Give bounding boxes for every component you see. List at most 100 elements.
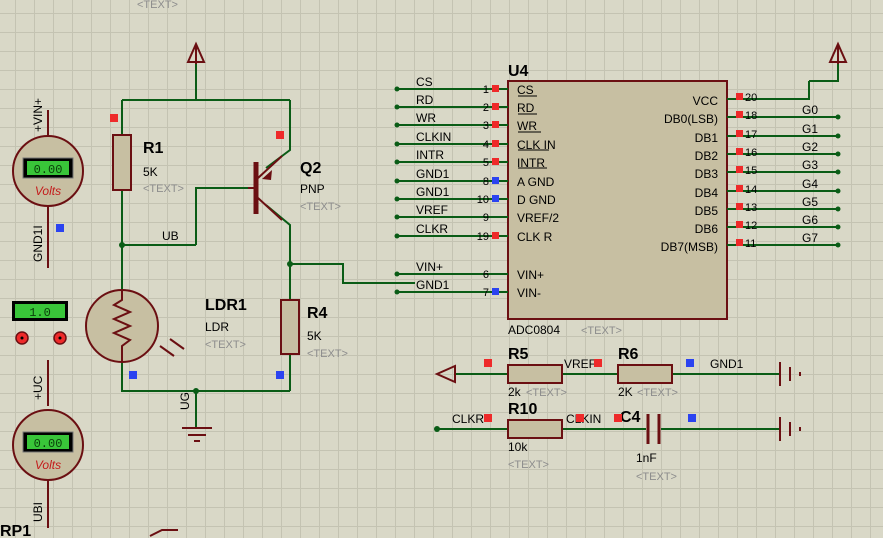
u4-right-pin-net: G7 bbox=[802, 231, 818, 245]
ldr1-type: LDR bbox=[205, 320, 229, 334]
u4-right-pin-name: DB7(MSB) bbox=[661, 240, 718, 254]
top-text-placeholder: <TEXT> bbox=[137, 0, 178, 11]
pin-marker bbox=[276, 371, 284, 379]
adc-u4[interactable]: U4 ADC0804 <TEXT> bbox=[507, 63, 728, 337]
ldr-ldr1[interactable]: LDR1 LDR <TEXT> bbox=[85, 289, 247, 363]
pin-marker bbox=[492, 121, 499, 128]
u4-left-pin[interactable]: VIN+ 6 VIN+ bbox=[394, 260, 545, 282]
power-terminal-icon[interactable] bbox=[809, 41, 848, 82]
voltmeter-bottom-unit: Volts bbox=[35, 458, 61, 472]
resistor-r6[interactable]: R6 2K <TEXT> bbox=[617, 346, 678, 399]
capacitor-c4[interactable]: C4 1nF <TEXT> bbox=[620, 409, 677, 483]
power-terminal-icon[interactable] bbox=[186, 41, 206, 64]
u4-text: <TEXT> bbox=[581, 325, 622, 337]
dc-source[interactable]: 1.0 bbox=[12, 301, 68, 345]
u4-left-pin-net: CLKR bbox=[416, 222, 448, 236]
pin-marker bbox=[736, 148, 743, 155]
voltmeter-bottom-minus-label: UBI bbox=[31, 502, 45, 522]
u4-right-pin[interactable]: 12 DB6 G6 bbox=[695, 213, 841, 236]
u4-left-pin-number: 1 bbox=[483, 84, 489, 96]
pin-marker bbox=[129, 371, 137, 379]
r6-text: <TEXT> bbox=[637, 387, 678, 399]
net-terminal-dot bbox=[394, 196, 400, 202]
pin-marker bbox=[736, 166, 743, 173]
voltmeter-top[interactable]: 0.00 Volts +VIN+ GND1I bbox=[12, 98, 84, 268]
rp1-ref: RP1 bbox=[0, 523, 31, 538]
net-label-vref: VREF bbox=[564, 357, 596, 371]
u4-right-pin-number: 20 bbox=[745, 92, 757, 104]
u4-left-pin-net: INTR bbox=[416, 148, 444, 162]
u4-left-pin-number: 6 bbox=[483, 269, 489, 281]
u4-left-pin-number: 10 bbox=[477, 194, 489, 206]
resistor-r5[interactable]: R5 2k <TEXT> bbox=[507, 346, 567, 399]
u4-right-pin-net: G6 bbox=[802, 213, 818, 227]
u4-right-pin-net: G5 bbox=[802, 195, 818, 209]
u4-right-pin-name: DB2 bbox=[695, 149, 719, 163]
left-circuit-wires bbox=[121, 64, 415, 428]
resistor-r10[interactable]: R10 10k <TEXT> bbox=[507, 401, 563, 471]
ground-icon[interactable] bbox=[779, 417, 801, 441]
net-label-ug: UG bbox=[178, 392, 192, 410]
u4-left-pin-name: A GND bbox=[517, 175, 555, 189]
u4-left-pin-number: 8 bbox=[483, 176, 489, 188]
net-terminal-dot bbox=[394, 122, 400, 128]
pin-marker bbox=[276, 131, 284, 139]
resistor-r4[interactable]: R4 5K <TEXT> bbox=[280, 299, 348, 360]
ground-icon[interactable] bbox=[182, 427, 212, 442]
u4-left-pin-name: VIN+ bbox=[517, 268, 544, 282]
c4-text: <TEXT> bbox=[636, 471, 677, 483]
u4-right-pin-name: DB4 bbox=[695, 186, 719, 200]
u4-left-pin-net: CS bbox=[416, 75, 433, 89]
u4-right-pin-name: DB6 bbox=[695, 222, 719, 236]
transistor-q2[interactable]: Q2 PNP <TEXT> bbox=[248, 155, 341, 221]
r10-text: <TEXT> bbox=[508, 459, 549, 471]
u4-right-pin-number: 17 bbox=[745, 129, 757, 141]
r6-ref: R6 bbox=[618, 346, 639, 363]
resistor-r1[interactable]: R1 5K <TEXT> bbox=[112, 134, 184, 195]
net-terminal-dot bbox=[394, 289, 400, 295]
net-label-ub: UB bbox=[162, 229, 179, 243]
u4-right-pin-number: 16 bbox=[745, 147, 757, 159]
light-arrow-icon bbox=[169, 338, 185, 350]
pin-marker bbox=[576, 414, 584, 422]
u4-right-pin-number: 12 bbox=[745, 220, 757, 232]
net-terminal-dot bbox=[394, 178, 400, 184]
pin-marker bbox=[492, 288, 499, 295]
u4-left-pin-name: INTR bbox=[517, 156, 545, 170]
emitter-arrow-icon bbox=[262, 170, 272, 180]
pin-marker bbox=[492, 232, 499, 239]
junction-dot bbox=[287, 261, 293, 267]
net-terminal-dot bbox=[835, 242, 841, 248]
pin-marker bbox=[736, 203, 743, 210]
ground-icon[interactable] bbox=[779, 362, 801, 386]
junction-dot bbox=[193, 388, 199, 394]
pin-marker bbox=[492, 158, 499, 165]
voltmeter-top-minus-label: GND1I bbox=[31, 225, 45, 262]
ldr1-text: <TEXT> bbox=[205, 339, 246, 351]
net-terminal-dot bbox=[394, 104, 400, 110]
u4-left-pin-net: VIN+ bbox=[416, 260, 443, 274]
pin-marker bbox=[492, 85, 499, 92]
voltmeter-bottom[interactable]: 0.00 Volts +UC UBI bbox=[12, 360, 84, 528]
net-terminal-dot bbox=[835, 151, 841, 157]
